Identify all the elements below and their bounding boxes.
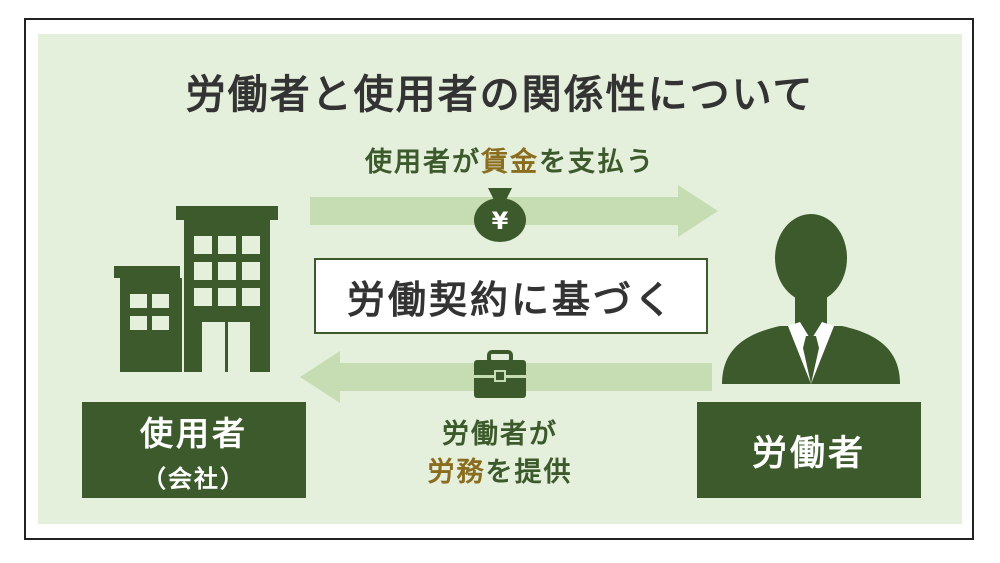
labor-label-suffix: を提供 <box>485 457 573 488</box>
money-bag-icon: ¥ <box>474 188 526 242</box>
yen-symbol: ¥ <box>492 207 509 235</box>
diagram-title: 労働者と使用者の関係性について <box>185 72 815 118</box>
briefcase-icon <box>474 350 526 398</box>
contract-label: 労働契約に基づく <box>346 277 675 322</box>
businessman-icon <box>722 214 900 384</box>
labor-label-highlight: 労務 <box>427 457 486 488</box>
employer-sub: （会社） <box>142 464 246 493</box>
wage-label-highlight: 賃金 <box>481 147 539 178</box>
wage-label-suffix: を支払う <box>539 147 655 178</box>
labor-label: 労働者が 労務を提供 <box>380 416 620 492</box>
labor-label-line2: 労務を提供 <box>380 454 620 492</box>
wage-label-prefix: 使用者が <box>365 147 481 178</box>
building-icon <box>114 206 278 372</box>
labor-label-line1: 労働者が <box>442 419 558 450</box>
worker-name: 労働者 <box>751 433 866 474</box>
contract-box: 労働契約に基づく <box>314 258 708 334</box>
worker-box: 労働者 <box>697 402 921 498</box>
employer-box: 使用者 （会社） <box>82 402 306 498</box>
wage-label: 使用者が賃金を支払う <box>320 140 700 179</box>
employer-name: 使用者 <box>140 413 248 453</box>
